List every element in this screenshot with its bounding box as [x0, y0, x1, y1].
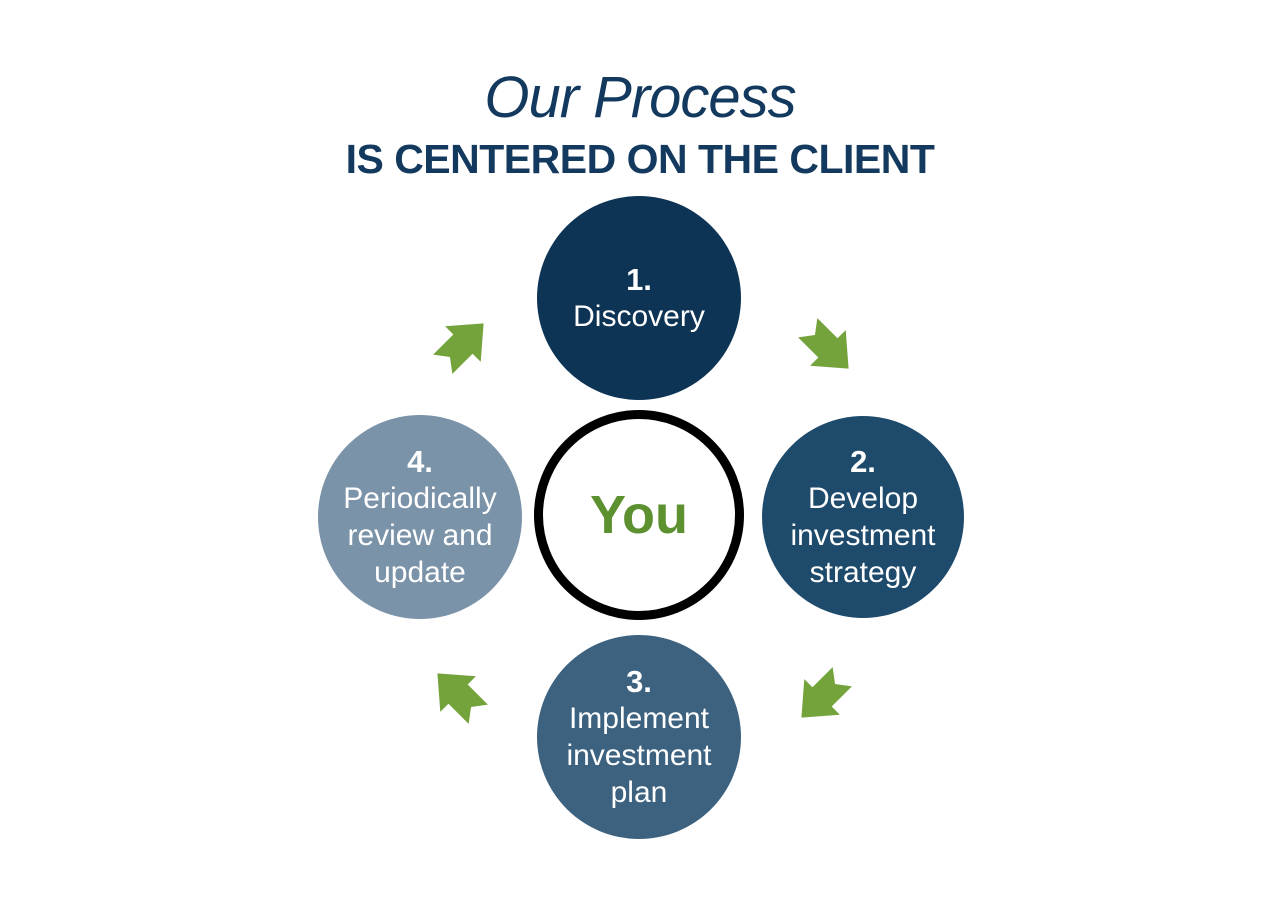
arrow-shape — [798, 318, 849, 369]
arrow-up-right-icon — [413, 298, 509, 394]
step-circle-develop-strategy: 2. Develop investment strategy — [762, 416, 964, 618]
step-label: Periodically review and update — [343, 482, 497, 589]
client-label: You — [590, 485, 688, 545]
step-number: 2. — [850, 444, 876, 479]
step-label: Implement investment plan — [566, 702, 712, 809]
step-label: Discovery — [573, 300, 705, 333]
step-number: 3. — [626, 664, 652, 699]
step-circle-review-update: 4. Periodically review and update — [318, 415, 522, 619]
step-number: 1. — [626, 262, 652, 297]
center-client-circle: You — [534, 410, 744, 620]
arrow-up-left-icon — [412, 648, 508, 744]
arrow-shape — [437, 673, 488, 724]
arrow-down-right-icon — [778, 298, 874, 394]
arrow-shape — [433, 323, 484, 374]
page-subtitle: IS CENTERED ON THE CLIENT — [345, 136, 935, 182]
step-number: 4. — [407, 444, 433, 479]
step-label: Develop investment strategy — [790, 482, 936, 589]
arrow-down-left-icon — [776, 647, 872, 743]
step-circle-implement-plan: 3. Implement investment plan — [537, 635, 741, 839]
arrow-shape — [801, 667, 852, 718]
step-circle-discovery: 1. Discovery — [537, 196, 741, 400]
page-title: Our Process — [484, 65, 796, 130]
